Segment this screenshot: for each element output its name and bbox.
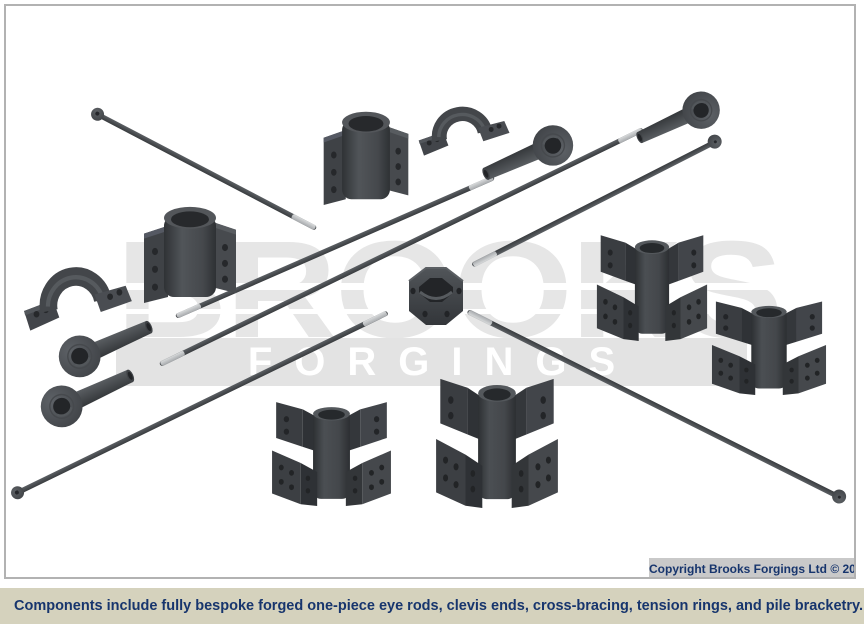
caption-text: Components include fully bespoke forged … [14,598,864,614]
rod-ball-end [829,487,849,506]
rod-eye [8,483,27,501]
pile-bracket [595,228,709,341]
caption-bar: Components include fully bespoke forged … [0,588,864,624]
tension-ring [399,257,473,337]
threaded-tip [362,310,389,326]
product-image-canvas: BROOKS FORGINGS [4,4,856,579]
saddle-clamp [417,105,513,159]
pipe-clamp [320,105,412,205]
rod-eye [88,104,107,123]
saddle-clamp [22,265,136,335]
clevis-eye-end [45,296,166,392]
pile-bracket [710,295,828,395]
pile-bracket [270,395,393,506]
clevis-eye-end [27,345,148,442]
pile-bracket [434,370,560,508]
threaded-tip [291,213,317,230]
clevis-eye-end [624,78,732,165]
threaded-tip [159,350,186,366]
copyright-badge: Copyright Brooks Forgings Ltd © 2025 [649,558,854,577]
watermark-forgings-band: FORGINGS [116,338,747,386]
threaded-tip [471,250,498,267]
pipe-clamp [140,200,240,303]
clevis-eye-end [469,110,586,203]
threaded-tip [176,303,202,318]
components-scene [6,6,854,577]
